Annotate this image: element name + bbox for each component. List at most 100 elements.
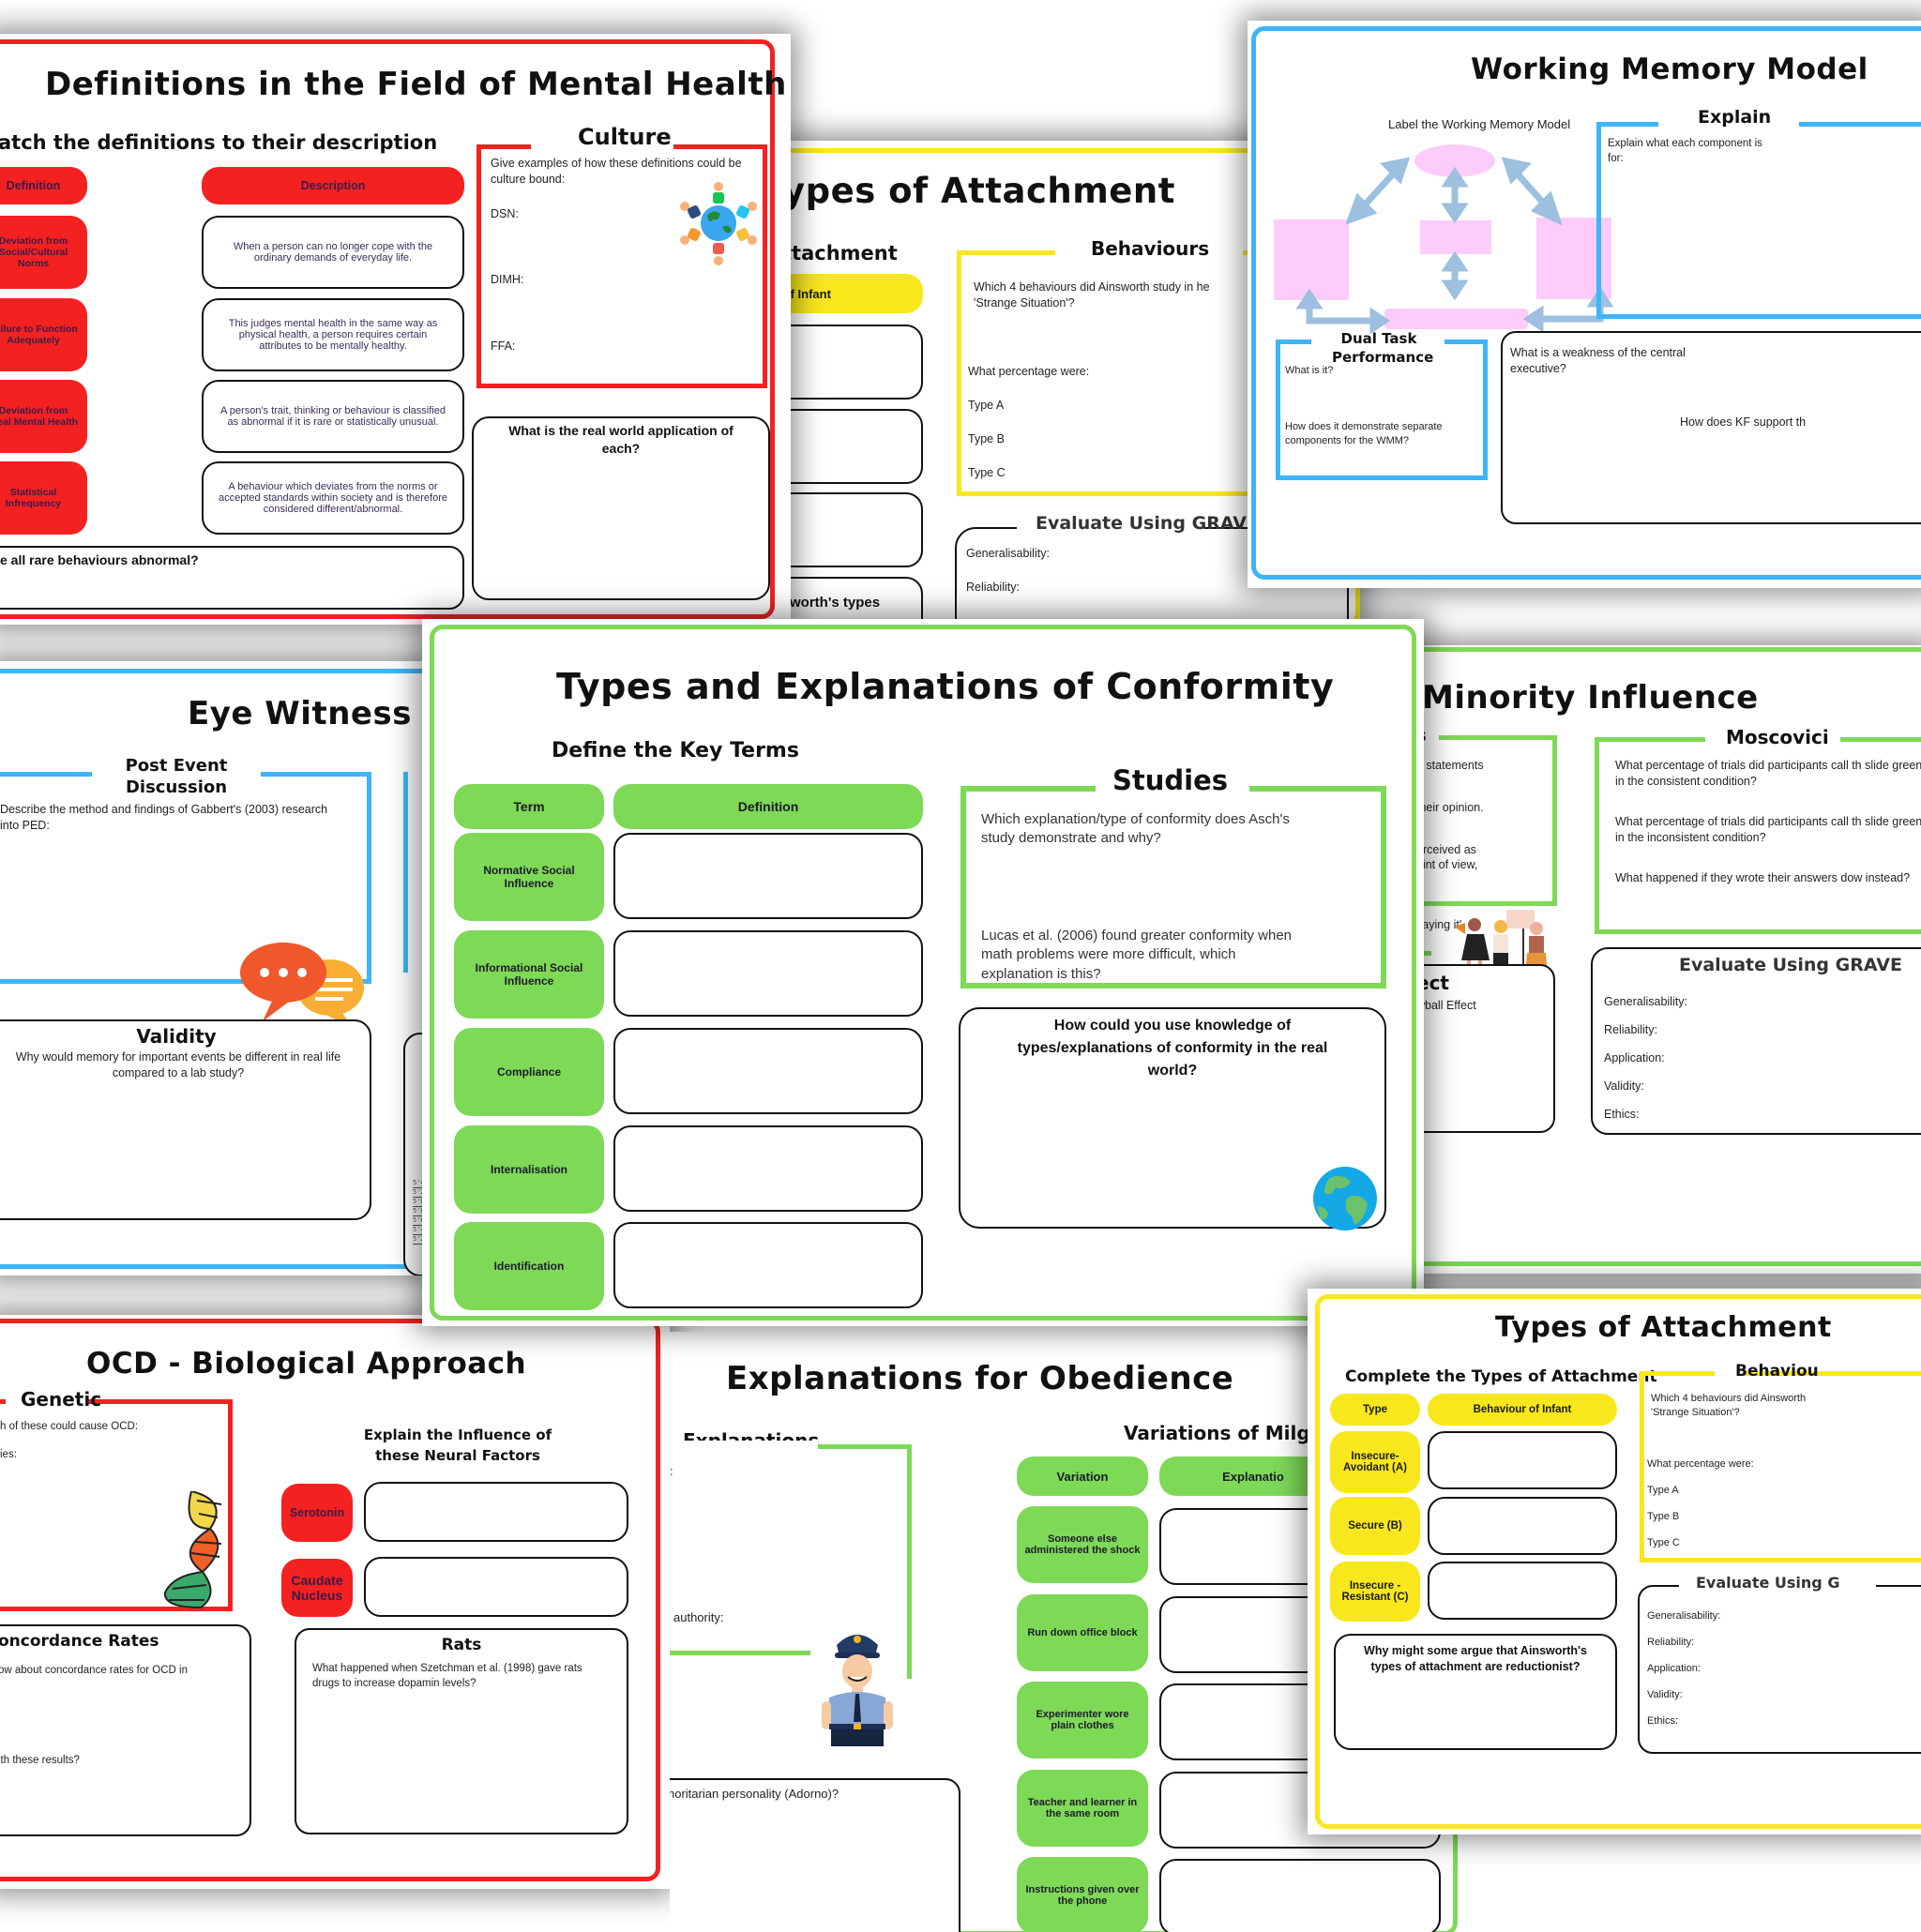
moscovici-q2: What percentage of trials did participan… [1615, 815, 1921, 844]
explain-heading: Explain [1698, 107, 1772, 128]
application-box[interactable] [472, 416, 770, 600]
adorno-box[interactable] [670, 1778, 960, 1932]
percentage-prompt: What percentage were: [968, 365, 1090, 378]
red-frame [0, 1319, 660, 1881]
term-card: Informational Social Influence [454, 930, 604, 1019]
term-card: Compliance [454, 1028, 604, 1116]
reductionist-box[interactable] [1334, 1634, 1617, 1750]
variation-card: Instructions given over the phone [1017, 1857, 1148, 1932]
worksheet-title: Definitions in the Field of Mental Healt… [45, 66, 787, 103]
grave-item: Reliability: [966, 581, 1020, 594]
grave-item: Validity: [1647, 1689, 1683, 1700]
definition-box[interactable] [613, 930, 923, 1017]
studies-heading: Studies [1112, 764, 1229, 796]
definition-card[interactable]: Failure to Function Adequately [0, 298, 87, 371]
description-card[interactable]: A person's trait, thinking or behaviour … [202, 380, 464, 453]
working-memory-worksheet: Working Memory Model Label the Working M… [1248, 21, 1921, 588]
definition-box[interactable] [613, 1125, 923, 1212]
rats-heading: Rats [441, 1636, 482, 1654]
attachment-worksheet-bottom: Types of Attachment Complete the Types o… [1308, 1289, 1921, 1834]
protesters-illustration [1454, 908, 1557, 983]
match-instruction: atch the definitions to their descriptio… [0, 131, 438, 154]
worksheet-title: ypes of Attachment [782, 171, 1175, 211]
behaviour-box[interactable] [1428, 1562, 1617, 1620]
left-line: their opinion. [1416, 801, 1484, 814]
ruler-icon: 5'4" 5'2" 5'0" 5'8" 5'6" 5'4" 5'2" [413, 1179, 429, 1245]
neural-heading: Explain the Influence of these Neural Fa… [363, 1426, 552, 1464]
behaviour-box[interactable] [1428, 1497, 1617, 1555]
behaviours-question: Which 4 behaviours did Ainsworth 'Strang… [1651, 1393, 1807, 1418]
phonological-loop-slot[interactable] [1274, 219, 1349, 300]
term-card: Normative Social Influence [454, 833, 604, 921]
variations-heading: Variations of Milg [1124, 1422, 1310, 1444]
grave-item: Reliability: [1604, 1023, 1657, 1036]
define-terms-heading: Define the Key Terms [552, 739, 799, 762]
type-c-label: Type C [968, 466, 1006, 479]
dual-task-heading: Dual Task Performance [1332, 330, 1434, 366]
definition-box[interactable] [613, 1028, 923, 1114]
moscovici-q1: What percentage of trials did participan… [1615, 759, 1921, 788]
concordance-q1: ow about concordance rates for OCD in [0, 1665, 188, 1676]
definition-box[interactable] [613, 1222, 923, 1308]
rats-box[interactable] [295, 1628, 628, 1834]
wmm-arrows [1295, 157, 1614, 335]
genetic-frame [0, 1399, 233, 1611]
validity-box[interactable] [0, 1019, 371, 1220]
episodic-buffer-slot[interactable] [1420, 220, 1491, 254]
validity-heading: Validity [136, 1025, 217, 1048]
left-frame [1407, 735, 1557, 906]
answer-box[interactable] [779, 492, 923, 567]
globe-icon [1311, 1165, 1379, 1232]
column-header: r of Infant [779, 274, 923, 313]
weakness-box[interactable] [1501, 331, 1921, 524]
grave-item: Generalisability: [1647, 1610, 1721, 1622]
grave-item: Reliability: [1647, 1637, 1695, 1648]
grave-box[interactable] [1591, 947, 1921, 1135]
genetic-q2: ies: [0, 1449, 17, 1460]
police-officer-illustration [820, 1624, 895, 1746]
blue-frame [1251, 26, 1921, 580]
explanation-box[interactable] [1159, 1859, 1441, 1932]
ped-prompt: Describe the method and findings of Gabb… [0, 803, 328, 832]
behaviour-header: Behaviour of Infant [1428, 1394, 1617, 1426]
definition-box[interactable] [613, 833, 923, 919]
pct-type-b: Type B [1647, 1511, 1680, 1522]
definition-header: Definition [0, 167, 87, 204]
caudate-answer[interactable] [364, 1557, 628, 1617]
serotonin-answer[interactable] [364, 1482, 628, 1542]
description-card[interactable]: This judges mental health in the same wa… [202, 298, 464, 371]
worksheet-title: Explanations for Obedience [726, 1360, 1234, 1397]
genetic-q1: h of these could cause OCD: [0, 1421, 139, 1432]
definition-card[interactable]: Statistical Infrequency [0, 461, 87, 535]
culture-item-ffa: FFA: [491, 340, 516, 353]
culture-item-dsn: DSN: [491, 207, 519, 220]
variation-card: Teacher and learner in the same room [1017, 1770, 1148, 1847]
left-line: e statements [1416, 759, 1484, 772]
snowball-box[interactable] [1407, 964, 1555, 1133]
concordance-heading: oncordance Rates [0, 1632, 159, 1651]
neural-factor-serotonin[interactable]: Serotonin [281, 1484, 353, 1542]
behaviour-box[interactable] [1428, 1431, 1617, 1489]
grave-box[interactable] [1638, 1585, 1921, 1754]
answer-box[interactable] [779, 325, 923, 400]
section-heading: ttachment [782, 242, 898, 264]
description-card[interactable]: When a person can no longer cope with th… [202, 216, 464, 289]
left-line: saying it'. [1416, 918, 1465, 931]
rare-behaviours-question: e all rare behaviours abnormal? [0, 552, 199, 567]
complete-types-heading: Complete the Types of Attachment [1345, 1367, 1657, 1386]
variation-card: Someone else administered the shock [1017, 1506, 1148, 1583]
grave-item: Application: [1604, 1051, 1665, 1064]
description-card[interactable]: A behaviour which deviates from the norm… [202, 461, 464, 535]
adorno-question: horitarian personality (Adorno)? [670, 1787, 839, 1801]
worksheet-title: Types and Explanations of Conformity [556, 666, 1335, 707]
neural-factor-caudate[interactable]: Caudate Nucleus [281, 1559, 353, 1617]
reductionist-partial: worth's types [790, 595, 881, 611]
long-term-memory-slot[interactable] [1384, 309, 1528, 329]
answer-box[interactable] [779, 409, 923, 484]
concordance-box[interactable] [0, 1624, 251, 1836]
definition-card[interactable]: Deviation from Ideal Mental Health [0, 380, 87, 453]
definition-card[interactable]: Deviation from Social/Cultural Norms [0, 216, 87, 289]
minority-influence-worksheet: Minority Influence s e statements their … [1407, 645, 1921, 1274]
eye-witness-worksheet: Eye Witness T Post Event Discussion Desc… [0, 661, 439, 1275]
rare-behaviours-box[interactable] [0, 546, 464, 610]
